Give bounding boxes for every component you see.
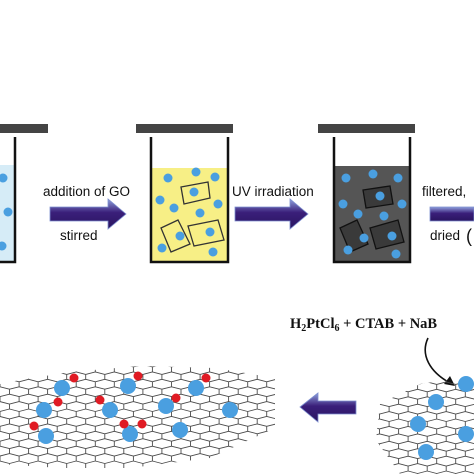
left-arrow-icon [299, 392, 357, 423]
particle [155, 195, 165, 205]
step3-label-top: filtered, [422, 184, 466, 199]
particle [387, 231, 397, 241]
beaker-3-contents [338, 169, 407, 259]
particle [397, 199, 407, 209]
particle [0, 173, 8, 183]
particle [359, 233, 369, 243]
right-arrow-icon [49, 198, 127, 230]
particle [375, 191, 385, 201]
beaker-3-wall [332, 137, 412, 264]
step1-label-bottom: stirred [60, 228, 98, 243]
graphene-lattice [376, 376, 474, 474]
particle [379, 211, 389, 221]
graphene-sheet-icon [0, 366, 275, 468]
particle [368, 169, 378, 179]
beaker-2-contents [155, 167, 225, 257]
beaker-1 [0, 124, 48, 264]
right-arrow-icon [429, 206, 474, 222]
beaker-3-lid [318, 124, 415, 133]
rgo-sheet [339, 219, 369, 253]
reaction-equation: H2PtCl6 + CTAB + NaB [290, 316, 437, 334]
particle [205, 227, 215, 237]
beaker-1-lid [0, 124, 48, 133]
beaker-icon [136, 124, 233, 264]
hex-lattice-lines [376, 376, 474, 474]
beaker-2-wall [149, 137, 230, 264]
go-sheet [187, 219, 225, 247]
particle [208, 247, 218, 257]
particle [343, 245, 353, 255]
step3-label-paren: ( [466, 226, 472, 246]
rgo-sheet [369, 219, 405, 250]
particle [210, 172, 220, 182]
particles [29, 371, 238, 444]
particle [175, 231, 185, 241]
graphene-sheet-icon [376, 376, 474, 474]
beaker-1-wall [0, 137, 17, 264]
particle [213, 199, 223, 209]
particles [410, 376, 474, 460]
particle [191, 167, 201, 177]
go-sheet [180, 181, 211, 205]
particle [353, 209, 363, 219]
particle [195, 208, 205, 218]
particle [169, 203, 179, 213]
curved-arrow-icon [424, 337, 455, 386]
particle [341, 173, 351, 183]
particle [157, 243, 167, 253]
step1-label-top: addition of GO [43, 184, 130, 199]
beaker-2-lid [136, 124, 233, 133]
particle [338, 199, 348, 209]
beaker-icon [318, 124, 415, 264]
particle [163, 173, 173, 183]
right-arrow-icon [234, 198, 309, 230]
beaker-1-particles [0, 173, 13, 251]
particle [393, 173, 403, 183]
step3-label-bottom: dried [430, 228, 460, 243]
particle [391, 249, 401, 259]
go-sheet [160, 219, 191, 253]
step2-label-top: UV irradiation [232, 184, 314, 199]
particle [3, 207, 13, 217]
particle [0, 241, 7, 251]
particle [189, 187, 199, 197]
